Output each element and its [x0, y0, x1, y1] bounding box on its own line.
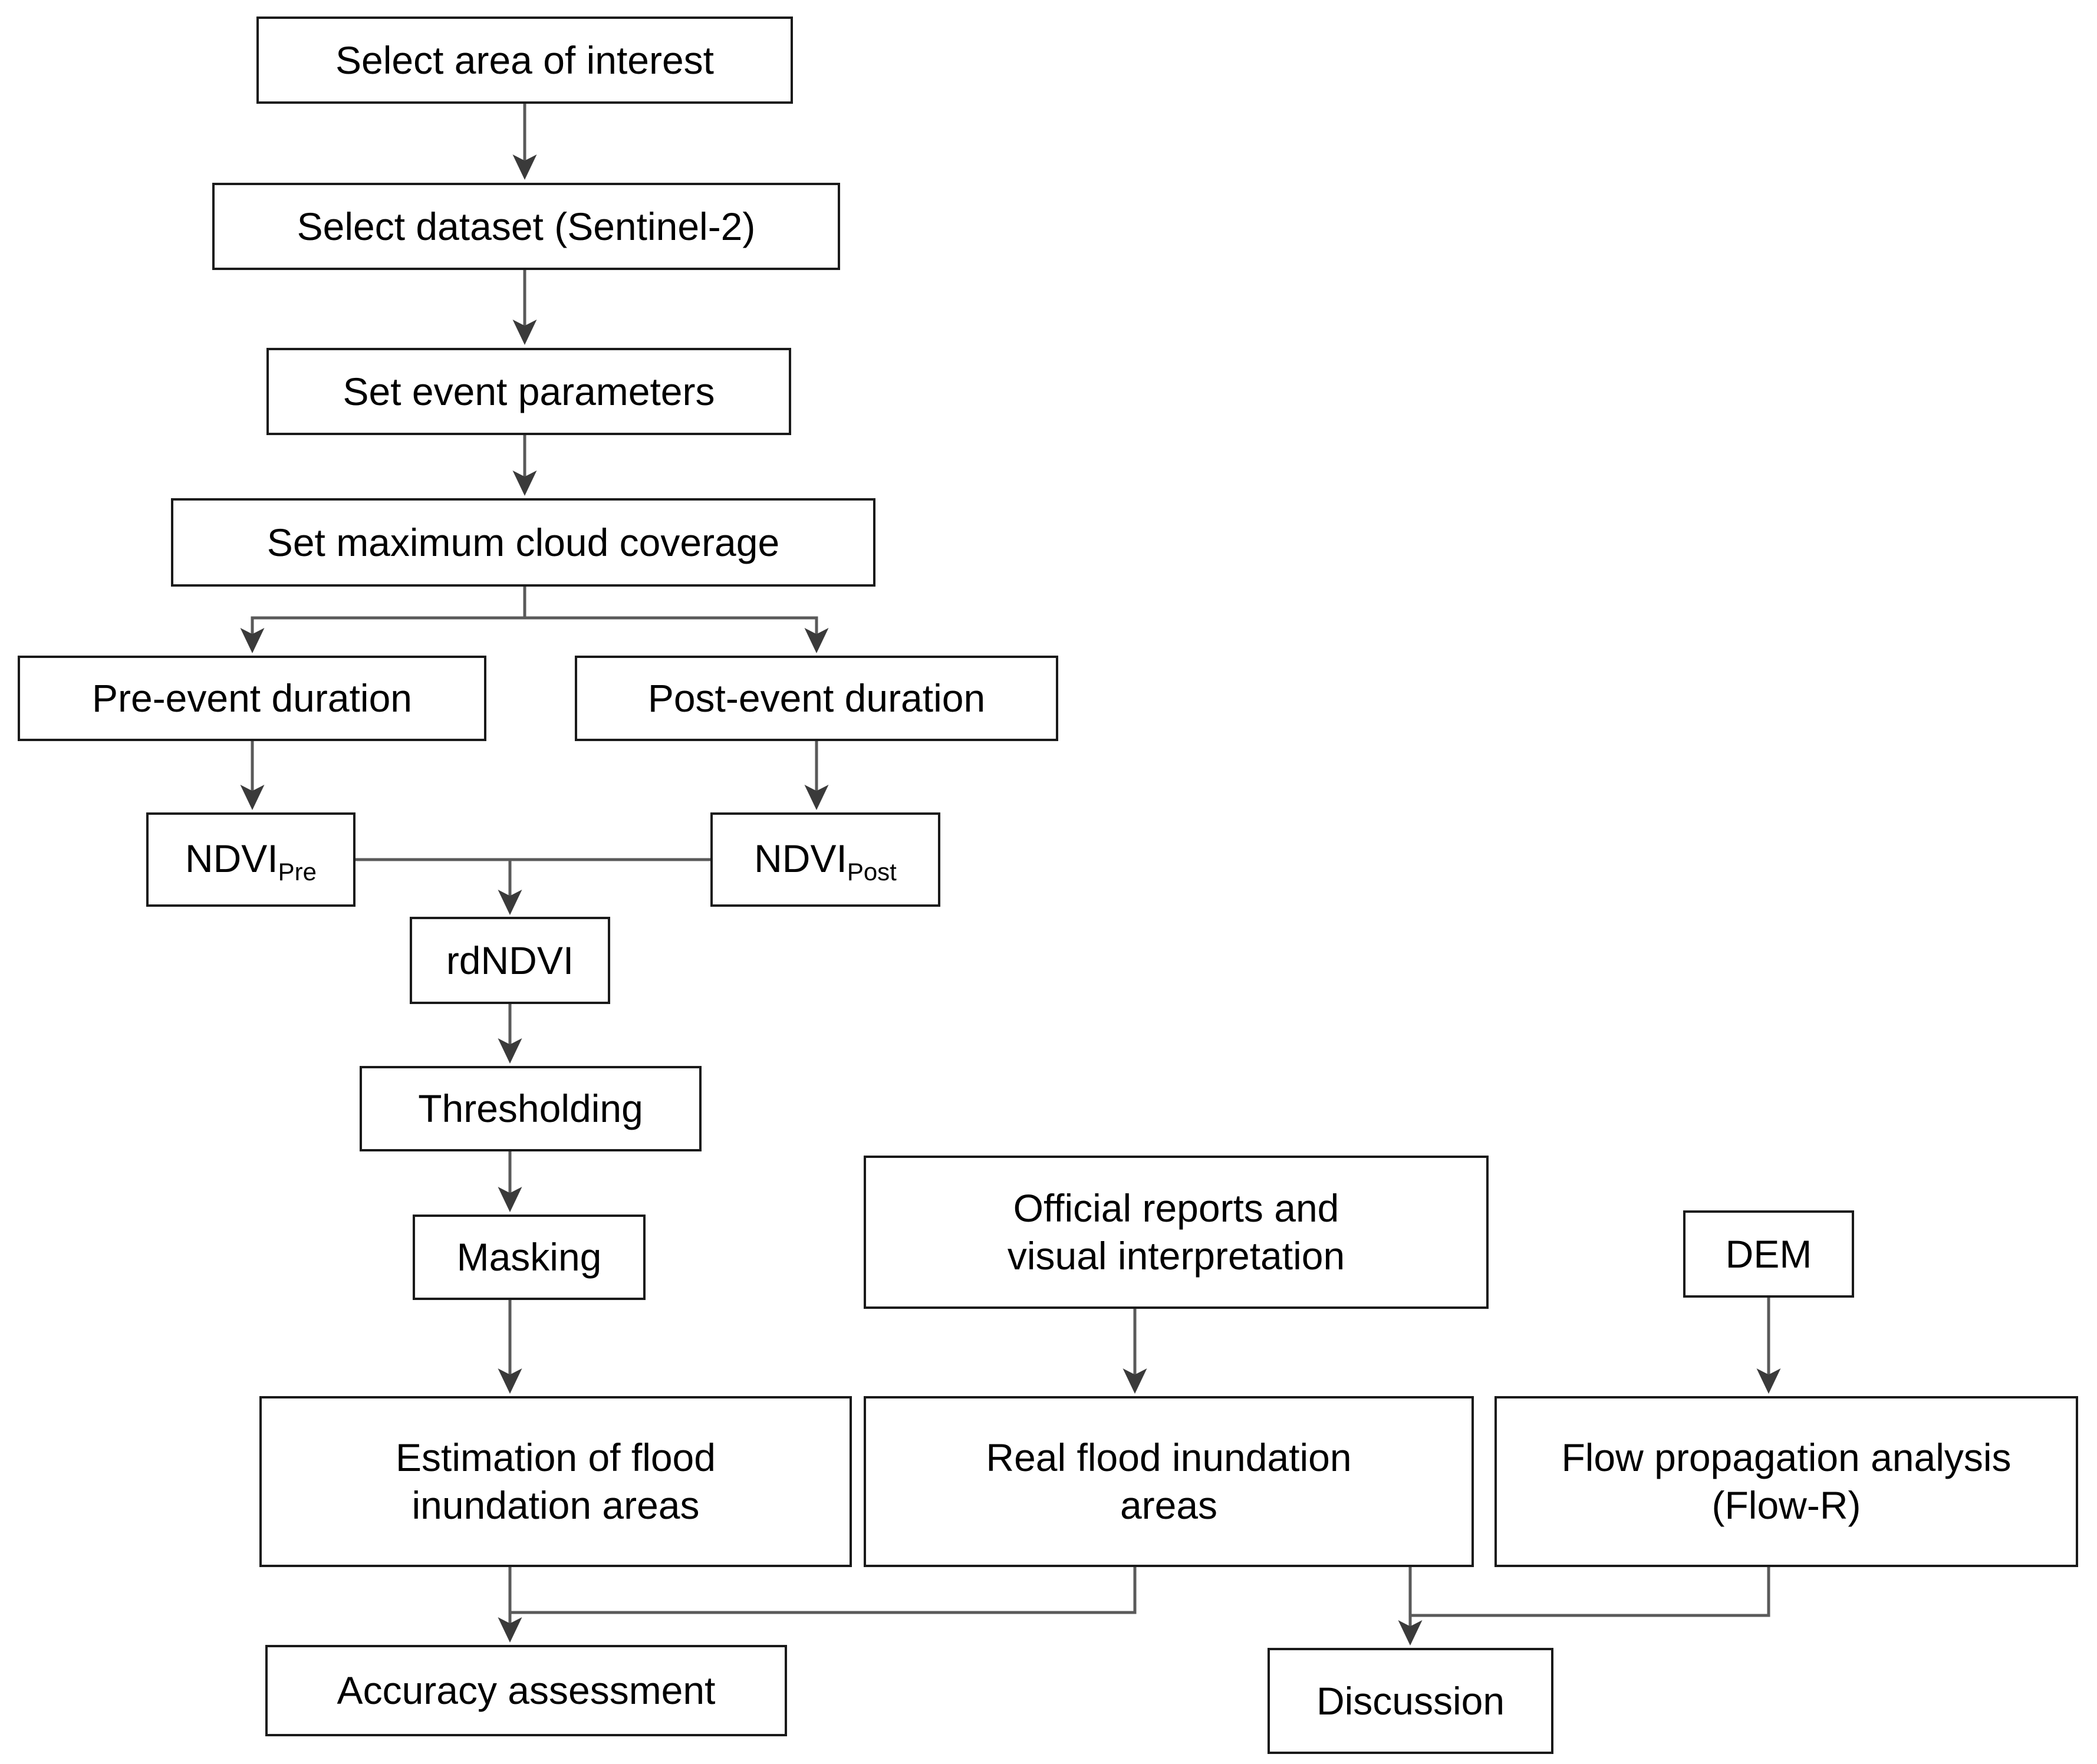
node-flow-propagation-analysis[interactable]: Flow propagation analysis (Flow-R): [1494, 1396, 2078, 1567]
node-label: Masking: [456, 1235, 602, 1279]
node-label: Thresholding: [418, 1087, 643, 1131]
node-estimation-of-flood-inundation-areas[interactable]: Estimation of flood inundation areas: [259, 1396, 852, 1567]
node-label: Accuracy assessment: [337, 1668, 716, 1713]
node-pre-event-duration[interactable]: Pre-event duration: [18, 656, 486, 741]
node-ndvi-pre[interactable]: NDVIPre: [146, 812, 355, 907]
node-label: NDVIPre: [177, 835, 325, 884]
node-select-dataset[interactable]: Select dataset (Sentinel-2): [212, 183, 840, 270]
node-select-area-of-interest[interactable]: Select area of interest: [256, 17, 793, 104]
edge-cloud-to-post-duration: [523, 587, 829, 654]
node-set-event-parameters[interactable]: Set event parameters: [266, 348, 791, 435]
node-official-reports[interactable]: Official reports and visual interpretati…: [864, 1156, 1489, 1309]
ndvi-post-base: NDVI: [754, 836, 847, 880]
node-label: Real flood inundation areas: [986, 1436, 1352, 1527]
node-rdndvi[interactable]: rdNDVI: [410, 917, 610, 1004]
edge-real-flood-to-accuracy: [510, 1567, 1137, 1614]
node-label: DEM: [1725, 1232, 1812, 1276]
node-label: Post-event duration: [647, 676, 986, 720]
node-ndvi-post[interactable]: NDVIPost: [710, 812, 940, 907]
node-label: Estimation of flood inundation areas: [396, 1436, 716, 1527]
node-label: Set maximum cloud coverage: [266, 520, 780, 564]
node-post-event-duration[interactable]: Post-event duration: [575, 656, 1058, 741]
node-masking[interactable]: Masking: [413, 1215, 646, 1300]
node-discussion[interactable]: Discussion: [1268, 1648, 1553, 1754]
node-label: Set event parameters: [343, 369, 715, 413]
edge-flow-propagation-to-discussion: [1398, 1567, 1770, 1646]
node-thresholding[interactable]: Thresholding: [360, 1066, 702, 1151]
node-label: Pre-event duration: [92, 676, 412, 720]
edge-cloud-to-pre-duration: [240, 587, 526, 654]
ndvi-pre-base: NDVI: [185, 836, 278, 880]
node-label: rdNDVI: [446, 938, 574, 982]
node-label: Official reports and visual interpretati…: [1007, 1186, 1345, 1278]
node-label: Flow propagation analysis (Flow-R): [1561, 1436, 2012, 1527]
node-set-maximum-cloud-coverage[interactable]: Set maximum cloud coverage: [171, 498, 875, 587]
node-real-flood-inundation-areas[interactable]: Real flood inundation areas: [864, 1396, 1474, 1567]
node-label: Select dataset (Sentinel-2): [297, 204, 756, 248]
ndvi-pre-subscript: Pre: [278, 858, 317, 886]
node-accuracy-assessment[interactable]: Accuracy assessment: [265, 1645, 787, 1736]
node-label: NDVIPost: [746, 835, 905, 884]
ndvi-post-subscript: Post: [847, 858, 897, 886]
node-dem[interactable]: DEM: [1683, 1210, 1854, 1298]
node-label: Select area of interest: [335, 38, 715, 82]
node-label: Discussion: [1316, 1679, 1505, 1723]
